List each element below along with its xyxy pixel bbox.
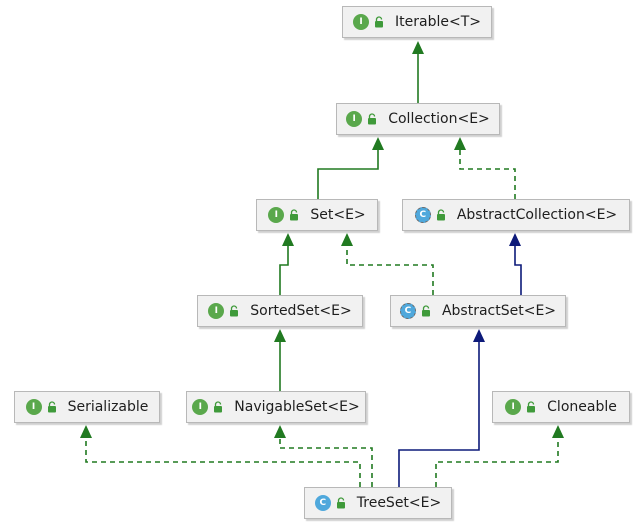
interface-icon: I xyxy=(268,207,285,223)
interface-icon: I xyxy=(505,399,522,415)
node-label: Set<E> xyxy=(310,207,366,223)
edge-set-collection xyxy=(317,139,379,199)
edge-treeset-navigableset xyxy=(279,427,373,487)
node-label: AbstractCollection<E> xyxy=(456,207,618,223)
node-serializable[interactable]: I Serializable xyxy=(14,391,160,423)
lock-icon xyxy=(421,305,430,317)
node-label: NavigableSet<E> xyxy=(234,399,360,415)
node-tree-set[interactable]: C TreeSet<E> xyxy=(304,487,452,519)
edge-collection-iterable-arrowhead xyxy=(412,41,424,54)
interface-icon: I xyxy=(353,14,370,30)
node-abstract-collection[interactable]: C AbstractCollection<E> xyxy=(402,199,630,231)
lock-icon xyxy=(527,401,536,413)
edge-treeset-abstractset-arrowhead xyxy=(473,329,485,342)
node-set[interactable]: I Set<E> xyxy=(256,199,378,231)
interface-icon: I xyxy=(25,399,42,415)
edge-treeset-serializable-arrowhead xyxy=(80,425,92,438)
interface-icon: I xyxy=(192,399,209,415)
edge-set-collection-arrowhead xyxy=(372,137,384,150)
node-label: AbstractSet<E> xyxy=(441,303,557,319)
node-label: Cloneable xyxy=(547,399,617,415)
abstract-class-icon: C xyxy=(414,207,431,223)
lock-icon xyxy=(336,497,345,509)
edge-abstractset-set-arrowhead xyxy=(341,233,353,246)
node-sorted-set[interactable]: I SortedSet<E> xyxy=(197,295,363,327)
edge-abstractset-abstractcollection-arrowhead xyxy=(509,233,521,246)
edge-sortedset-set-arrowhead xyxy=(282,233,294,246)
edge-navigableset-sortedset-arrowhead xyxy=(274,329,286,342)
node-label: TreeSet<E> xyxy=(356,495,442,511)
class-icon: C xyxy=(314,495,331,511)
lock-icon xyxy=(368,113,377,125)
edge-treeset-cloneable xyxy=(435,427,559,487)
edge-abstractset-abstractcollection xyxy=(514,235,522,295)
lock-icon xyxy=(47,401,56,413)
lock-icon xyxy=(375,16,384,28)
interface-icon: I xyxy=(208,303,225,319)
node-label: Collection<E> xyxy=(388,111,490,127)
lock-icon xyxy=(214,401,223,413)
edge-treeset-serializable xyxy=(85,427,361,487)
edge-sortedset-set xyxy=(279,235,289,295)
edge-abstractcollection-collection-arrowhead xyxy=(454,137,466,150)
interface-icon: I xyxy=(346,111,363,127)
edge-treeset-abstractset xyxy=(398,331,480,487)
node-abstract-set[interactable]: C AbstractSet<E> xyxy=(390,295,566,327)
edge-abstractset-set xyxy=(346,235,434,295)
lock-icon xyxy=(230,305,239,317)
node-label: SortedSet<E> xyxy=(250,303,352,319)
node-collection[interactable]: I Collection<E> xyxy=(336,103,500,135)
edge-treeset-navigableset-arrowhead xyxy=(274,425,286,438)
node-label: Iterable<T> xyxy=(395,14,481,30)
node-label: Serializable xyxy=(67,399,149,415)
lock-icon xyxy=(436,209,445,221)
edge-abstractcollection-collection xyxy=(459,139,516,199)
lock-icon xyxy=(290,209,299,221)
abstract-class-icon: C xyxy=(399,303,416,319)
node-iterable[interactable]: I Iterable<T> xyxy=(342,6,492,38)
node-cloneable[interactable]: I Cloneable xyxy=(492,391,630,423)
node-navigable-set[interactable]: I NavigableSet<E> xyxy=(186,391,366,423)
edge-treeset-cloneable-arrowhead xyxy=(552,425,564,438)
